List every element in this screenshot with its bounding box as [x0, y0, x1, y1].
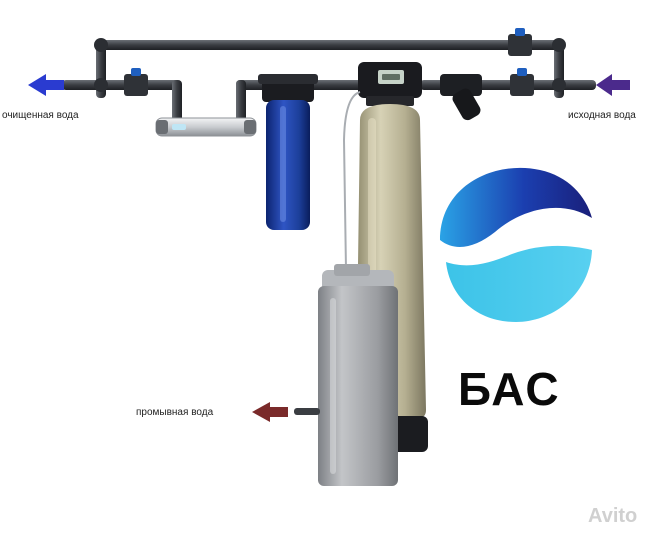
brine-tank [294, 264, 398, 486]
uv-inlet-drop [236, 80, 246, 122]
outlet-arrow-icon [28, 74, 64, 96]
brine-line [342, 91, 361, 271]
inlet-valve [510, 74, 534, 96]
outlet-pipe [62, 80, 180, 90]
logo-dark-wave [440, 167, 592, 247]
rinse-water-label: промывная вода [136, 407, 214, 418]
brand-logo [440, 167, 592, 322]
purified-water-label: очищенная вода [2, 110, 79, 121]
avito-watermark: Avito [588, 505, 638, 527]
piping [62, 28, 596, 122]
bypass-pipe [96, 40, 564, 50]
source-water-label: исходная вода [568, 110, 636, 121]
logo-light-wave [446, 245, 592, 322]
bypass-valve-top [508, 34, 532, 56]
uv-outlet-drop [172, 80, 182, 122]
drain-arrow-icon [252, 402, 288, 422]
y-strainer [440, 74, 482, 121]
inlet-arrow-icon [596, 74, 630, 96]
cartridge-filter [258, 74, 318, 230]
outlet-valve [124, 74, 148, 96]
uv-sterilizer-icon [172, 124, 186, 130]
drain-outlet [294, 408, 320, 415]
flow-arrows [28, 74, 630, 422]
brand-name: БАС [458, 363, 561, 415]
uv-sterilizer [155, 117, 257, 137]
